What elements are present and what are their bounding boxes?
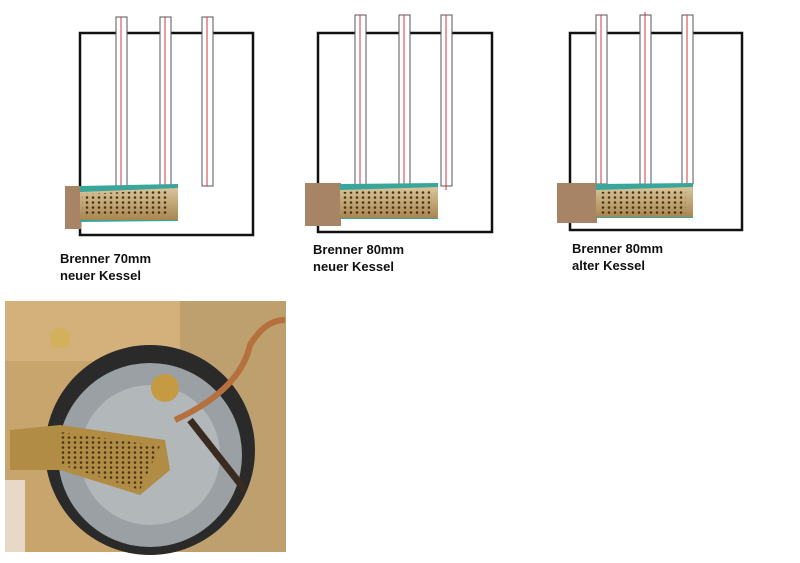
flue-tubes (115, 16, 214, 205)
burner-photo (5, 301, 286, 555)
burner (80, 184, 178, 222)
diagram-3-title: Brenner 80mm (572, 241, 664, 256)
boiler-diagram-2 (305, 14, 494, 234)
flue-tubes (354, 14, 453, 205)
diagram-3-label: Brenner 80mm alter Kessel (572, 240, 663, 274)
burner-block (557, 183, 597, 223)
diagram-2-subtitle: neuer Kessel (313, 259, 394, 274)
boiler-diagram-3 (557, 12, 744, 232)
boiler-diagram-1 (65, 16, 255, 237)
burner (596, 183, 693, 218)
diagram-3-subtitle: alter Kessel (572, 258, 645, 273)
diagram-1-label: Brenner 70mm neuer Kessel (60, 250, 151, 284)
diagram-1-title: Brenner 70mm (60, 251, 152, 266)
burner-block (65, 186, 81, 229)
diagram-2-title: Brenner 80mm (313, 242, 405, 257)
boiler-outline (568, 31, 744, 232)
diagram-2-label: Brenner 80mm neuer Kessel (313, 241, 404, 275)
burner-block (305, 183, 341, 226)
diagram-1-subtitle: neuer Kessel (60, 268, 141, 283)
flue-tubes (595, 12, 694, 200)
burner (340, 183, 438, 219)
